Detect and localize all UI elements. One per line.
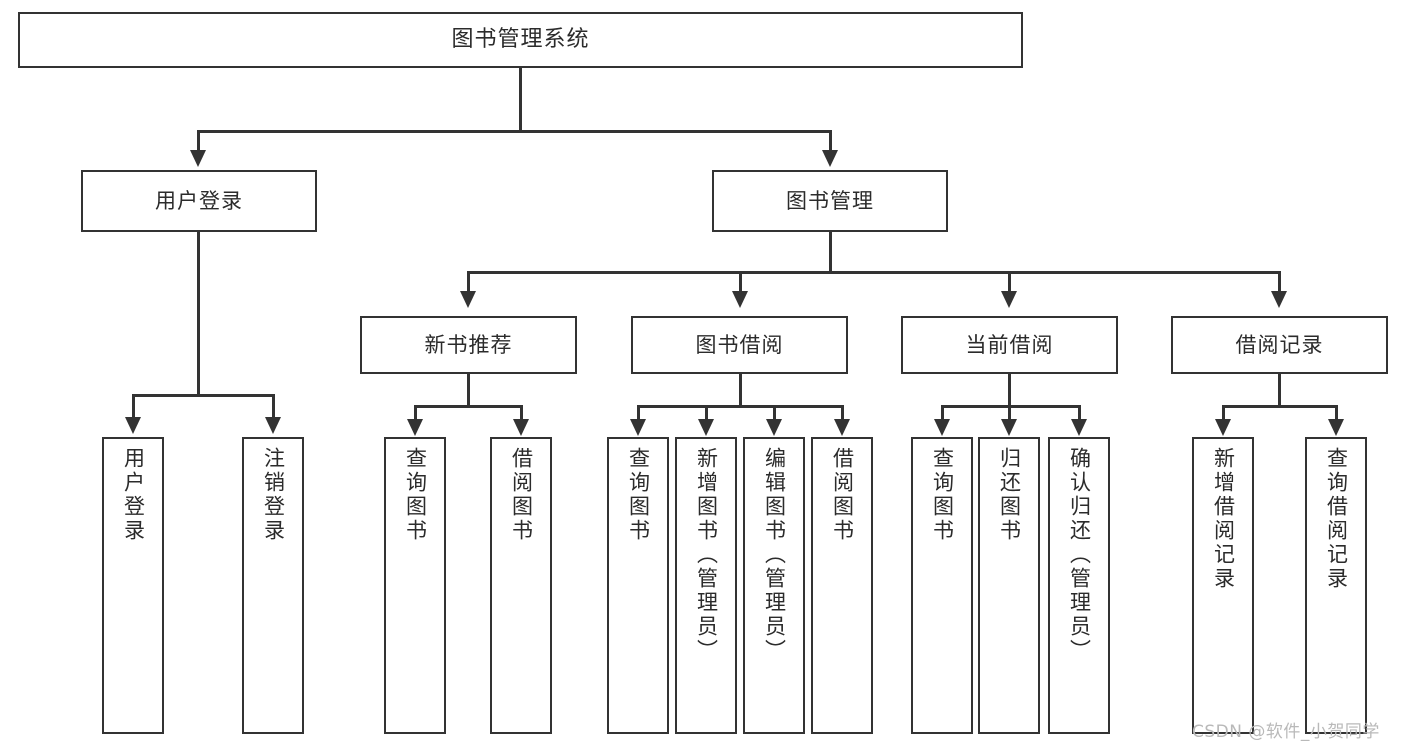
arrow-to-cb-confirm-return bbox=[1071, 419, 1087, 436]
node-book-management[interactable]: 图书管理 bbox=[712, 170, 948, 232]
node-label: 用户登录 bbox=[121, 447, 146, 543]
connector-bb-drop-1 bbox=[637, 405, 640, 420]
node-label: 新增图书（管理员） bbox=[694, 447, 719, 663]
connector-book-management-bus bbox=[467, 271, 1278, 274]
node-label: 查询图书 bbox=[930, 447, 955, 543]
arrow-to-bb-edit-book bbox=[766, 419, 782, 436]
connector-user-login-bus bbox=[132, 394, 274, 397]
connector-bm-drop-3 bbox=[1008, 271, 1011, 292]
connector-bb-drop-2 bbox=[705, 405, 708, 420]
leaf-nbr-query-books[interactable]: 查询图书 bbox=[384, 437, 446, 734]
connector-cb-drop-1 bbox=[941, 405, 944, 420]
node-book-borrow[interactable]: 图书借阅 bbox=[631, 316, 848, 374]
connector-root-to-user-login bbox=[197, 130, 200, 152]
connector-root-bus bbox=[197, 130, 832, 133]
connector-root-stem bbox=[519, 68, 522, 132]
leaf-cb-return-books[interactable]: 归还图书 bbox=[978, 437, 1040, 734]
arrow-to-book-management bbox=[822, 150, 838, 167]
connector-br-bus bbox=[1222, 405, 1335, 408]
node-label: 图书借阅 bbox=[695, 332, 784, 357]
connector-bb-drop-4 bbox=[841, 405, 844, 420]
node-label: 注销登录 bbox=[261, 447, 286, 543]
leaf-cb-confirm-return-admin[interactable]: 确认归还（管理员） bbox=[1048, 437, 1110, 734]
connector-root-to-book-management bbox=[829, 130, 832, 152]
connector-book-management-stem bbox=[829, 232, 832, 273]
arrow-to-nbr-borrow-books bbox=[513, 419, 529, 436]
node-label: 借阅图书 bbox=[509, 447, 534, 543]
connector-cb-stem bbox=[1008, 374, 1011, 407]
connector-nbr-drop-2 bbox=[520, 405, 523, 420]
arrow-to-leaf-user-login bbox=[125, 417, 141, 434]
connector-bm-drop-4 bbox=[1278, 271, 1281, 292]
arrow-to-bb-add-book bbox=[698, 419, 714, 436]
node-label: 归还图书 bbox=[997, 447, 1022, 543]
connector-nbr-bus bbox=[414, 405, 520, 408]
node-root-book-management-system[interactable]: 图书管理系统 bbox=[18, 12, 1023, 68]
connector-bm-drop-2 bbox=[739, 271, 742, 292]
node-label: 借阅图书 bbox=[830, 447, 855, 543]
arrow-to-br-add-record bbox=[1215, 419, 1231, 436]
connector-user-login-stem bbox=[197, 232, 200, 396]
connector-br-drop-2 bbox=[1335, 405, 1338, 420]
connector-cb-drop-3 bbox=[1078, 405, 1081, 420]
connector-user-login-drop-1 bbox=[132, 394, 135, 418]
node-new-book-recommend[interactable]: 新书推荐 bbox=[360, 316, 577, 374]
connector-nbr-stem bbox=[467, 374, 470, 407]
connector-bm-drop-1 bbox=[467, 271, 470, 292]
arrow-to-book-borrow bbox=[732, 291, 748, 308]
node-label: 确认归还（管理员） bbox=[1067, 447, 1092, 663]
connector-bb-bus bbox=[637, 405, 841, 408]
leaf-br-add-record[interactable]: 新增借阅记录 bbox=[1192, 437, 1254, 734]
node-label: 查询借阅记录 bbox=[1324, 447, 1349, 591]
leaf-logout[interactable]: 注销登录 bbox=[242, 437, 304, 734]
node-label: 编辑图书（管理员） bbox=[762, 447, 787, 663]
arrow-to-bb-borrow-book bbox=[834, 419, 850, 436]
arrow-to-borrow-records bbox=[1271, 291, 1287, 308]
node-label: 用户登录 bbox=[155, 188, 243, 213]
leaf-nbr-borrow-books[interactable]: 借阅图书 bbox=[490, 437, 552, 734]
watermark-text: CSDN @软件_小贺同学 bbox=[1192, 722, 1380, 742]
arrow-to-bb-query-books bbox=[630, 419, 646, 436]
connector-bb-stem bbox=[739, 374, 742, 407]
node-label: 新书推荐 bbox=[424, 332, 513, 357]
connector-cb-drop-2 bbox=[1008, 405, 1011, 420]
node-label: 图书管理 bbox=[786, 188, 874, 213]
node-label: 查询图书 bbox=[626, 447, 651, 543]
leaf-bb-query-books[interactable]: 查询图书 bbox=[607, 437, 669, 734]
node-label: 新增借阅记录 bbox=[1211, 447, 1236, 591]
leaf-user-login[interactable]: 用户登录 bbox=[102, 437, 164, 734]
leaf-cb-query-books[interactable]: 查询图书 bbox=[911, 437, 973, 734]
arrow-to-cb-query-books bbox=[934, 419, 950, 436]
arrow-to-br-query-record bbox=[1328, 419, 1344, 436]
leaf-br-query-record[interactable]: 查询借阅记录 bbox=[1305, 437, 1367, 734]
arrow-to-nbr-query-books bbox=[407, 419, 423, 436]
node-label: 图书管理系统 bbox=[451, 27, 590, 53]
node-label: 当前借阅 bbox=[965, 332, 1054, 357]
node-label: 查询图书 bbox=[403, 447, 428, 543]
connector-user-login-drop-2 bbox=[272, 394, 275, 418]
connector-br-stem bbox=[1278, 374, 1281, 407]
connector-nbr-drop-1 bbox=[414, 405, 417, 420]
node-label: 借阅记录 bbox=[1235, 332, 1324, 357]
arrow-to-cb-return-books bbox=[1001, 419, 1017, 436]
leaf-bb-borrow-books[interactable]: 借阅图书 bbox=[811, 437, 873, 734]
node-current-borrow[interactable]: 当前借阅 bbox=[901, 316, 1118, 374]
arrow-to-new-book-recommend bbox=[460, 291, 476, 308]
leaf-bb-add-book-admin[interactable]: 新增图书（管理员） bbox=[675, 437, 737, 734]
connector-bb-drop-3 bbox=[773, 405, 776, 420]
arrow-to-user-login bbox=[190, 150, 206, 167]
node-borrow-records[interactable]: 借阅记录 bbox=[1171, 316, 1388, 374]
leaf-bb-edit-book-admin[interactable]: 编辑图书（管理员） bbox=[743, 437, 805, 734]
connector-br-drop-1 bbox=[1222, 405, 1225, 420]
arrow-to-current-borrow bbox=[1001, 291, 1017, 308]
node-user-login[interactable]: 用户登录 bbox=[81, 170, 317, 232]
arrow-to-leaf-logout bbox=[265, 417, 281, 434]
